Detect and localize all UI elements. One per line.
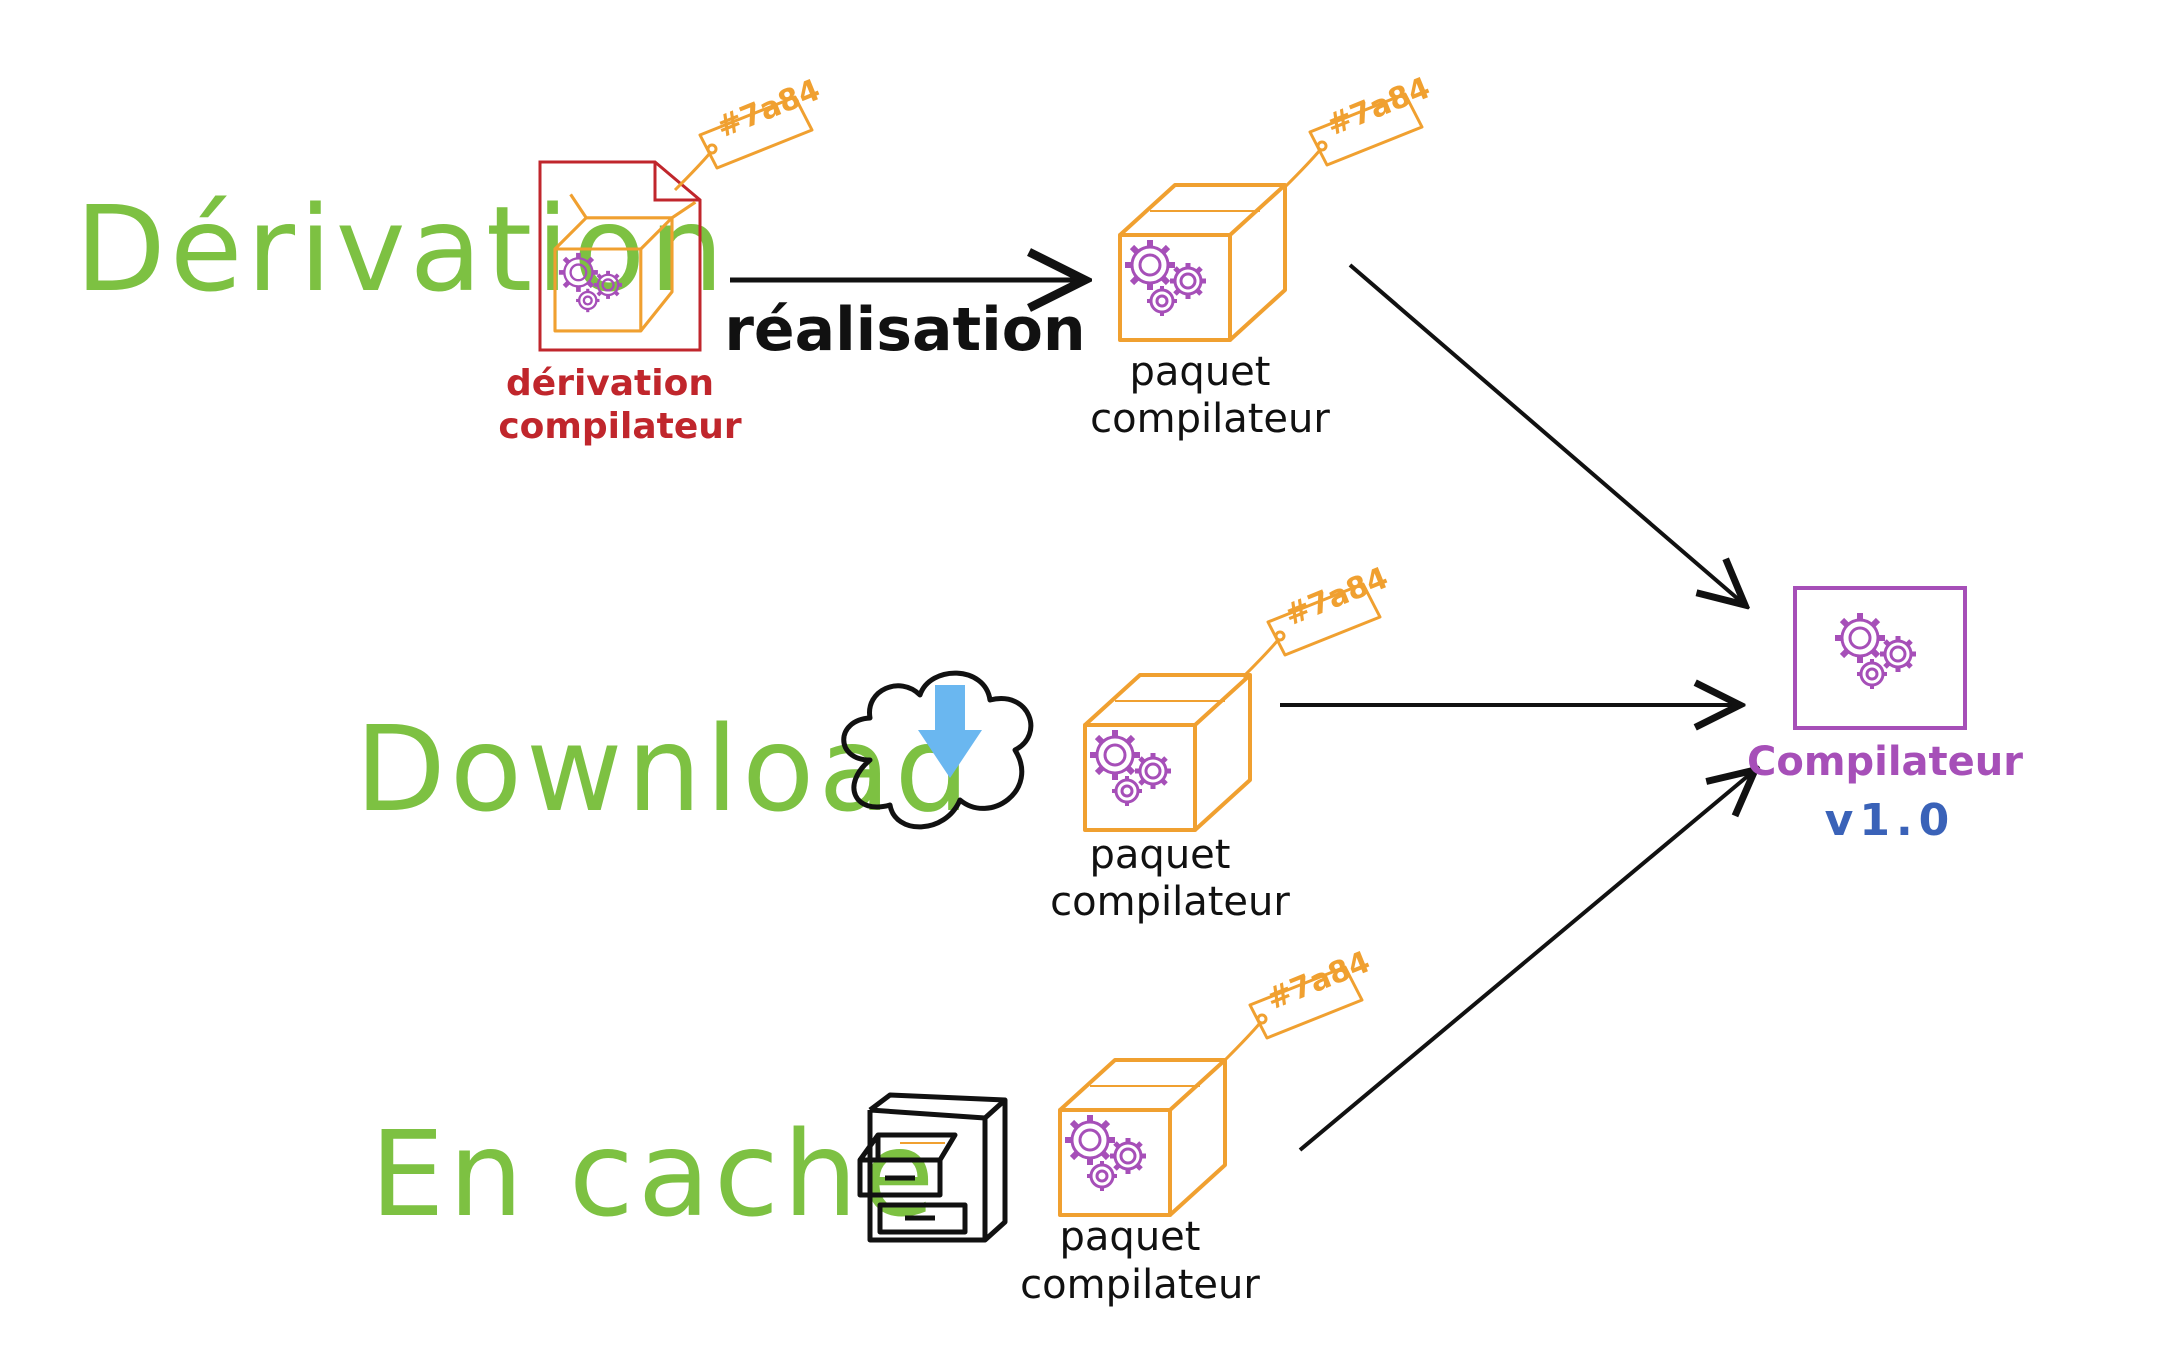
package-box-icon	[1060, 1060, 1225, 1215]
arrow-bottom-to-compiler	[1298, 770, 1755, 1152]
cloud-download-icon	[841, 670, 1034, 830]
package-bottom-hash: #7a84	[1262, 945, 1375, 1018]
compiler-icon	[1793, 586, 1967, 730]
compiler-version: v1.0	[1825, 795, 1956, 846]
package-middle-caption-line2: compilateur	[1050, 879, 1290, 925]
compiler-label: Compilateur	[1747, 739, 2023, 785]
realisation-label: réalisation	[724, 295, 1085, 365]
derivation-document-icon	[538, 160, 702, 352]
package-middle-hash: #7a84	[1280, 561, 1393, 634]
derivation-hash: #7a84	[712, 73, 825, 146]
arrow-top-to-compiler	[1348, 263, 1745, 605]
package-bottom-caption-line1: paquet	[1060, 1214, 1201, 1260]
derivation-caption-line1: dérivation	[506, 363, 714, 404]
package-bottom-caption-line2: compilateur	[1020, 1262, 1260, 1308]
derivation-caption-line2: compilateur	[498, 406, 742, 447]
package-box-icon	[1120, 185, 1285, 340]
filing-cabinet-icon	[857, 1092, 1008, 1243]
package-top-hash: #7a84	[1322, 71, 1435, 144]
package-top-caption-line1: paquet	[1130, 349, 1271, 395]
row-label-download: Download	[355, 700, 974, 838]
package-top-caption-line2: compilateur	[1090, 396, 1330, 442]
row-label-cache: En cache	[370, 1105, 938, 1243]
package-middle-caption-line1: paquet	[1090, 832, 1231, 878]
package-box-icon	[1085, 675, 1250, 830]
